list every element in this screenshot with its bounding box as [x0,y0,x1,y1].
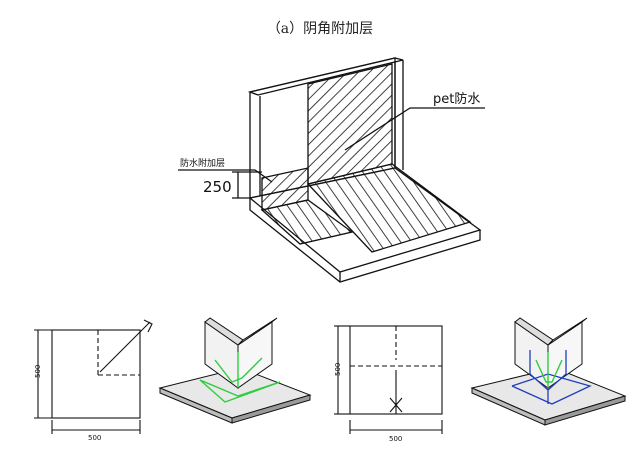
dimension-250-label: 250 [203,178,232,196]
main-corner-figure [178,57,485,283]
green-additional-layer [199,352,281,403]
pet-membrane-wall [307,63,393,185]
corner-3d-figure-1 [158,317,312,424]
plan-1-bottom-dim: 500 [88,434,101,442]
plan-square-1 [51,329,141,419]
layer-leader-line [178,169,273,183]
plan-figure-1 [34,319,153,434]
blue-additional-layer [511,350,592,405]
pet-leader-line [344,107,485,151]
plan-1-side-dim: 500 [34,365,42,378]
corner-3d-figure-2 [470,317,627,426]
pet-membrane-floor [306,163,472,253]
pet-label: pet防水 [433,91,480,107]
plan-figure-2 [334,325,443,434]
plan-2-bottom-dim: 500 [389,435,402,443]
plan-2-side-dim: 500 [334,363,342,376]
figure-title: （a）阴角附加层 [266,21,374,37]
additional-layer-label: 防水附加层 [180,157,225,169]
green-additional-layer-2 [535,352,563,388]
